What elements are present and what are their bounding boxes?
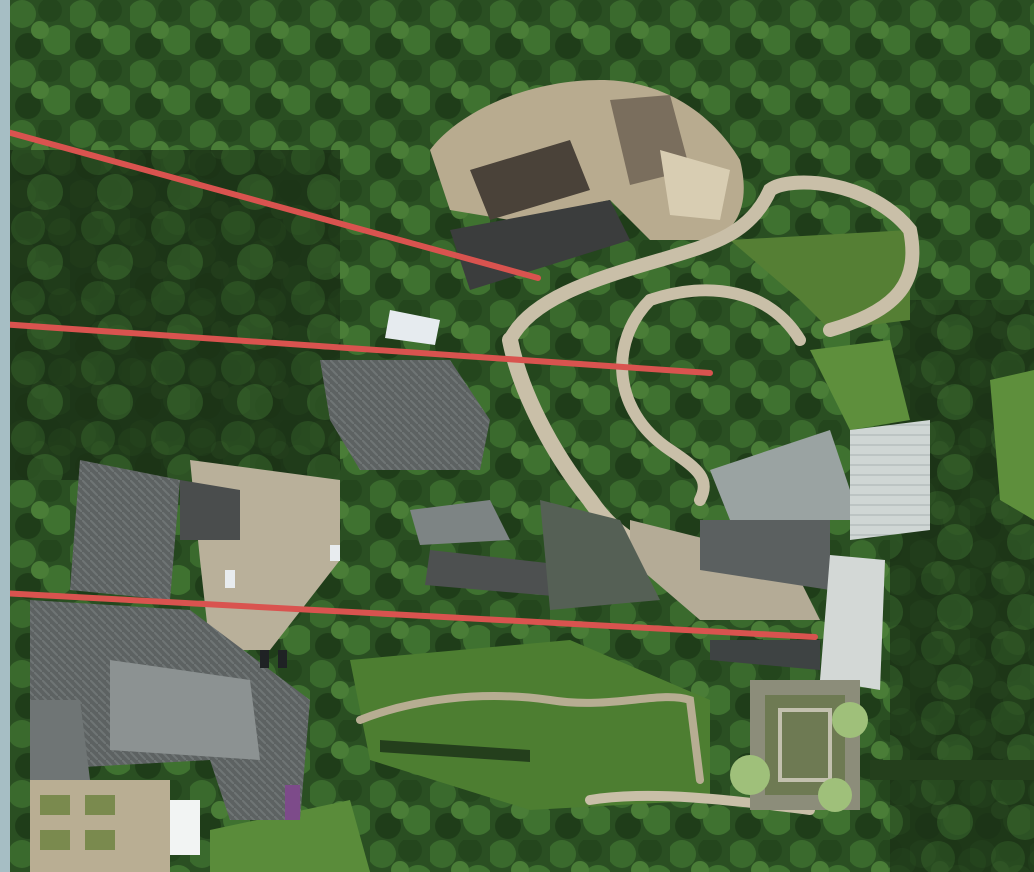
main-house-roof-light (110, 660, 260, 760)
lawn-southwest (210, 800, 370, 872)
building-west-wing (70, 460, 180, 600)
cold-frames (710, 640, 820, 670)
lawn-east (810, 340, 910, 430)
path-loop-west (616, 284, 806, 506)
purple-structure (285, 785, 300, 820)
path-loop-north (503, 175, 920, 347)
excavation-pit (470, 140, 590, 220)
garden-beds (40, 795, 115, 850)
excavation-sand (660, 150, 730, 220)
greenhouse-curved (710, 430, 860, 520)
lawn-far-east (990, 370, 1034, 520)
building-outhouse (180, 480, 240, 540)
dense-woodland-west (10, 150, 340, 480)
nursery-beds (540, 500, 660, 610)
shed-roof (410, 500, 510, 545)
building-central (320, 360, 490, 470)
glasshouse-long (820, 555, 885, 690)
hedge-east (870, 760, 1034, 780)
lawn-upper-east (730, 230, 910, 330)
annotation-line-2 (10, 321, 713, 376)
parked-cars-dark (260, 650, 287, 668)
annotation-line-1 (10, 129, 541, 281)
lawn-south (350, 640, 710, 810)
main-house-tower (30, 700, 90, 780)
map-canvas (10, 0, 1034, 872)
path-south (356, 692, 704, 784)
satellite-map[interactable] (10, 0, 1034, 872)
marquee (170, 800, 200, 855)
building-white-roof (385, 310, 440, 345)
annotation-line-3 (10, 590, 818, 640)
walled-garden (730, 680, 868, 812)
glasshouse-range (850, 420, 930, 540)
parked-cars (225, 545, 340, 588)
formal-garden-southwest (30, 780, 170, 872)
greenhouse-base (700, 520, 830, 590)
hedge-south (380, 740, 530, 762)
